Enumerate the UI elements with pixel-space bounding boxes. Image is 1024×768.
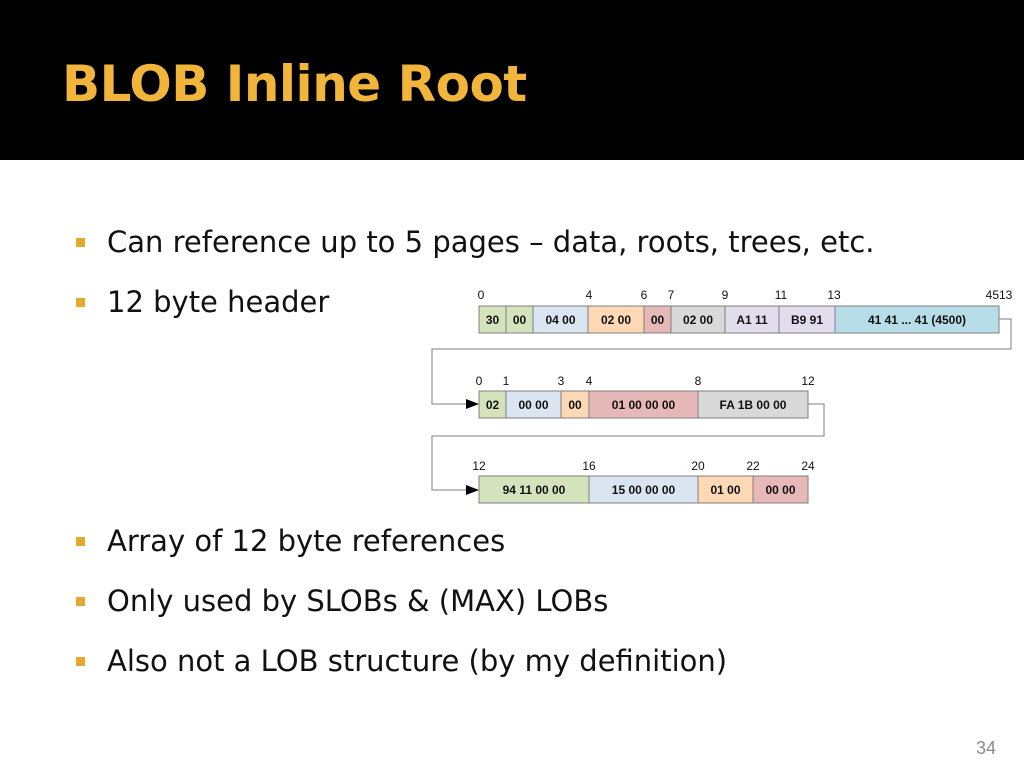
- byte-offset-label: 9: [722, 288, 729, 302]
- bullet-marker: [76, 297, 85, 307]
- byte-cell-label: 04 00: [545, 313, 575, 327]
- byte-offset-label: 16: [582, 459, 596, 473]
- byte-cell-label: B9 91: [791, 313, 823, 327]
- bullet-marker: [76, 237, 85, 247]
- slide-title: BLOB Inline Root: [62, 55, 527, 113]
- bullet-text: Array of 12 byte references: [107, 524, 506, 558]
- byte-cell: [560, 390, 590, 419]
- bullet-text: Also not a LOB structure (by my definiti…: [107, 644, 728, 678]
- byte-offset-label: 4513: [986, 288, 1013, 302]
- byte-offset-label: 20: [691, 459, 705, 473]
- byte-cell-label: 30: [486, 313, 500, 327]
- connector-line: [431, 403, 825, 491]
- byte-offset-label: 11: [775, 288, 788, 302]
- connector-line: [431, 318, 1012, 405]
- bullet-text: Can reference up to 5 pages – data, root…: [107, 225, 875, 259]
- byte-offset-label: 1: [503, 374, 510, 388]
- bullet-item: Can reference up to 5 pages – data, root…: [76, 222, 875, 262]
- byte-cell: [505, 390, 562, 419]
- byte-offset-label: 0: [476, 374, 483, 388]
- bullet-text: Only used by SLOBs & (MAX) LOBs: [107, 584, 609, 618]
- byte-cell-label: 02 00: [601, 313, 631, 327]
- byte-offset-label: 24: [801, 459, 815, 473]
- byte-cell-label: 00 00: [765, 483, 795, 497]
- bullet-item: Array of 12 byte references: [76, 521, 505, 561]
- bullet-text: 12 byte header: [107, 285, 330, 319]
- byte-cell-label: 01 00: [710, 483, 740, 497]
- byte-cell-label: 01 00 00 00: [612, 398, 676, 412]
- byte-cell: [752, 475, 809, 504]
- byte-offset-label: 13: [827, 288, 841, 302]
- arrow-head: [466, 485, 479, 495]
- byte-offset-label: 0: [478, 288, 485, 302]
- byte-cell: [588, 390, 699, 419]
- byte-cell: [643, 305, 672, 334]
- byte-cell-label: 02: [486, 398, 500, 412]
- byte-cell-label: 00: [651, 313, 665, 327]
- bullet-item: 12 byte header: [76, 282, 329, 322]
- byte-cell: [670, 305, 726, 334]
- byte-cell-label: 94 11 00 00: [503, 483, 566, 497]
- byte-offset-label: 4: [586, 288, 593, 302]
- byte-cell-label: FA 1B 00 00: [720, 398, 787, 412]
- byte-offset-label: 8: [695, 374, 702, 388]
- title-bar: BLOB Inline Root: [0, 0, 1024, 160]
- byte-cell-label: A1 11: [736, 313, 768, 327]
- byte-offset-label: 4: [586, 374, 593, 388]
- arrow-head: [466, 399, 479, 409]
- byte-cell: [478, 475, 590, 504]
- byte-cell-label: 15 00 00 00: [612, 483, 676, 497]
- byte-cell-label: 41 41 ... 41 (4500): [868, 313, 966, 327]
- byte-offset-label: 12: [801, 374, 815, 388]
- byte-cell: [697, 390, 809, 419]
- byte-offset-label: 6: [641, 288, 648, 302]
- bullet-marker: [76, 536, 85, 546]
- bullet-item: Only used by SLOBs & (MAX) LOBs: [76, 581, 608, 621]
- bullet-marker: [76, 596, 85, 606]
- byte-cell-label: 02 00: [683, 313, 713, 327]
- byte-cell: [834, 305, 1000, 334]
- byte-cell: [778, 305, 836, 334]
- byte-offset-label: 3: [558, 374, 565, 388]
- byte-cell: [588, 475, 699, 504]
- bullet-item: Also not a LOB structure (by my definiti…: [76, 641, 727, 681]
- byte-cell-label: 00: [513, 313, 527, 327]
- byte-cell-label: 00 00: [518, 398, 548, 412]
- byte-cell-label: 00: [568, 398, 582, 412]
- byte-offset-label: 12: [472, 459, 486, 473]
- byte-offset-label: 7: [668, 288, 675, 302]
- bullet-marker: [76, 656, 85, 666]
- byte-offset-label: 22: [746, 459, 760, 473]
- page-number: 34: [975, 738, 996, 758]
- byte-cell: [587, 305, 645, 334]
- byte-cell: [478, 390, 507, 419]
